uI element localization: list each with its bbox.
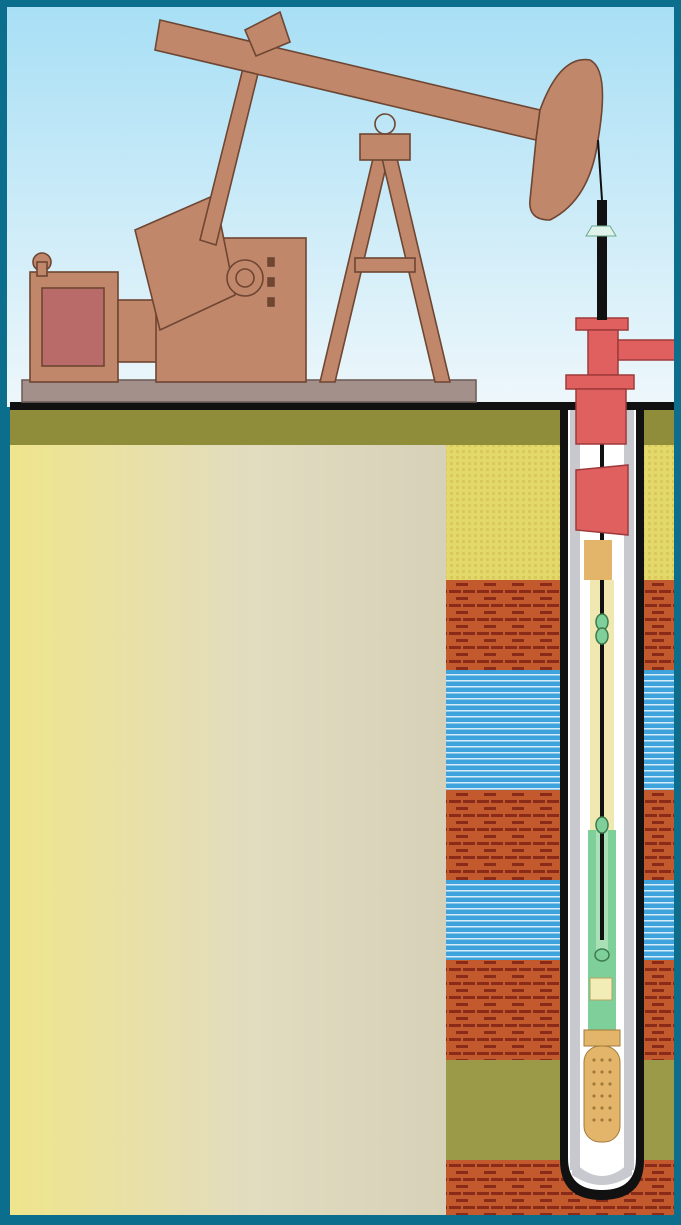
flowline-icon bbox=[618, 340, 676, 360]
pump-anchor-top bbox=[584, 540, 612, 580]
traveling-valve bbox=[590, 978, 612, 1000]
rock-formation bbox=[10, 445, 446, 1215]
polished-rod bbox=[597, 200, 607, 320]
